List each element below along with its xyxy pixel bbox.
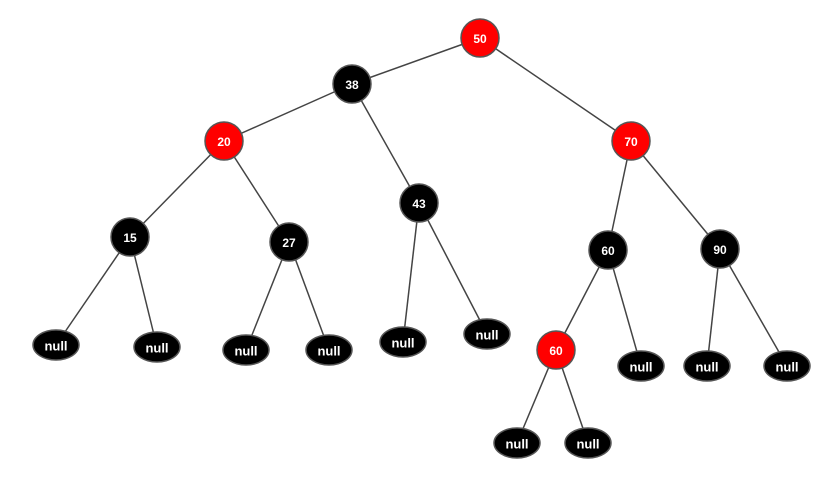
edge-n38-n43	[351, 83, 420, 204]
tree-node-n60b: 60	[536, 330, 576, 370]
tree-node-n50: 50	[460, 18, 500, 58]
null-leaf-shape	[222, 334, 270, 366]
null-leaf-l1: null	[32, 329, 80, 361]
node-label: 38	[345, 78, 359, 92]
edge-n43-l5	[402, 202, 420, 343]
node-circle	[536, 330, 576, 370]
null-leaf-shape	[683, 350, 731, 382]
null-leaf-shape	[305, 334, 353, 366]
null-leaf-label: null	[317, 344, 340, 359]
node-circle	[269, 222, 309, 262]
nodes-layer: 50 38 20 70 15 27 43 60 90 60 null null null null null…	[32, 18, 811, 459]
node-circle	[700, 229, 740, 269]
edge-n90-l9	[719, 248, 788, 367]
null-leaf-l2: null	[133, 331, 181, 363]
edge-n50-n38	[351, 37, 481, 85]
edge-n60a-l7	[607, 249, 642, 367]
null-leaf-shape	[493, 427, 541, 459]
node-circle	[460, 18, 500, 58]
null-leaf-shape	[617, 350, 665, 382]
tree-node-n38: 38	[332, 64, 372, 104]
edge-n15-l1	[55, 236, 131, 346]
node-circle	[332, 64, 372, 104]
node-circle	[204, 121, 244, 161]
null-leaf-label: null	[505, 437, 528, 452]
node-circle	[399, 183, 439, 223]
tree-node-n43: 43	[399, 183, 439, 223]
null-leaf-l11: null	[564, 427, 612, 459]
edge-n20-n15	[129, 140, 225, 238]
null-leaf-l9: null	[763, 350, 811, 382]
node-label: 60	[601, 244, 615, 258]
null-leaf-shape	[564, 427, 612, 459]
edge-n38-n20	[223, 83, 353, 142]
tree-node-n20: 20	[204, 121, 244, 161]
tree-node-n60a: 60	[588, 230, 628, 270]
null-leaf-label: null	[775, 360, 798, 375]
null-leaf-label: null	[695, 360, 718, 375]
node-circle	[588, 230, 628, 270]
node-circle	[110, 217, 150, 257]
null-leaf-label: null	[391, 336, 414, 351]
node-label: 27	[282, 236, 296, 250]
null-leaf-l6: null	[463, 318, 511, 350]
node-label: 60	[549, 344, 563, 358]
null-leaf-shape	[32, 329, 80, 361]
null-leaf-label: null	[44, 339, 67, 354]
null-leaf-label: null	[629, 360, 652, 375]
node-label: 43	[412, 197, 426, 211]
edge-n70-n90	[630, 140, 721, 250]
null-leaf-shape	[133, 331, 181, 363]
tree-node-n70: 70	[611, 121, 651, 161]
null-leaf-shape	[763, 350, 811, 382]
null-leaf-shape	[379, 326, 427, 358]
null-leaf-label: null	[145, 341, 168, 356]
edges-layer	[55, 37, 788, 444]
null-leaf-l10: null	[493, 427, 541, 459]
node-circle	[611, 121, 651, 161]
node-label: 70	[624, 135, 638, 149]
node-label: 15	[123, 231, 137, 245]
tree-node-n90: 90	[700, 229, 740, 269]
null-leaf-l4: null	[305, 334, 353, 366]
null-leaf-l5: null	[379, 326, 427, 358]
node-label: 50	[473, 32, 487, 46]
edge-n50-n70	[479, 37, 632, 142]
node-label: 90	[713, 243, 727, 257]
node-label: 20	[217, 135, 231, 149]
null-leaf-label: null	[234, 344, 257, 359]
tree-node-n27: 27	[269, 222, 309, 262]
null-leaf-l7: null	[617, 350, 665, 382]
null-leaf-l8: null	[683, 350, 731, 382]
null-leaf-label: null	[475, 328, 498, 343]
edge-n43-l6	[418, 202, 488, 335]
edge-n20-n27	[223, 140, 290, 243]
null-leaf-l3: null	[222, 334, 270, 366]
null-leaf-label: null	[576, 437, 599, 452]
tree-node-n15: 15	[110, 217, 150, 257]
null-leaf-shape	[463, 318, 511, 350]
